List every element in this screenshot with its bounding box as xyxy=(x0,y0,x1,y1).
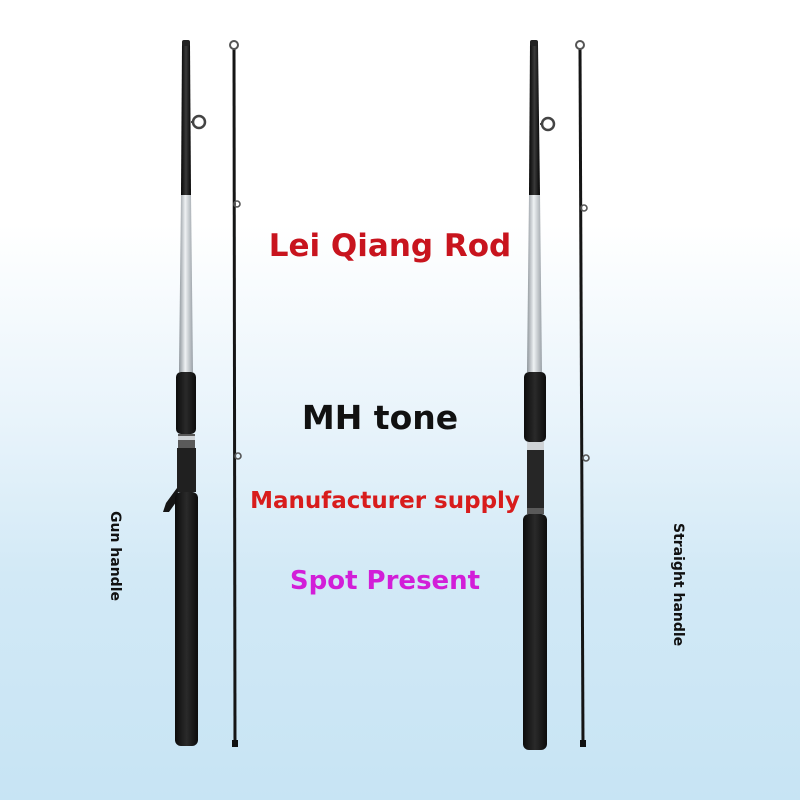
tip-guide-icon xyxy=(229,40,239,50)
gun-handle-rod xyxy=(163,40,242,747)
straight-handle-rod xyxy=(523,40,590,750)
gun-handle-label: Gun handle xyxy=(107,511,123,601)
spot-label: Spot Present xyxy=(289,566,481,596)
tip-guide-icon xyxy=(575,40,585,50)
supply-label: Manufacturer supply xyxy=(250,488,520,514)
line-guide-icon xyxy=(540,116,556,132)
product-title: Lei Qiang Rod xyxy=(268,228,512,264)
trigger-icon xyxy=(163,488,179,512)
tone-label: MH tone xyxy=(301,398,459,437)
line-guide-icon xyxy=(191,114,207,130)
straight-handle-label: Straight handle xyxy=(670,523,686,647)
